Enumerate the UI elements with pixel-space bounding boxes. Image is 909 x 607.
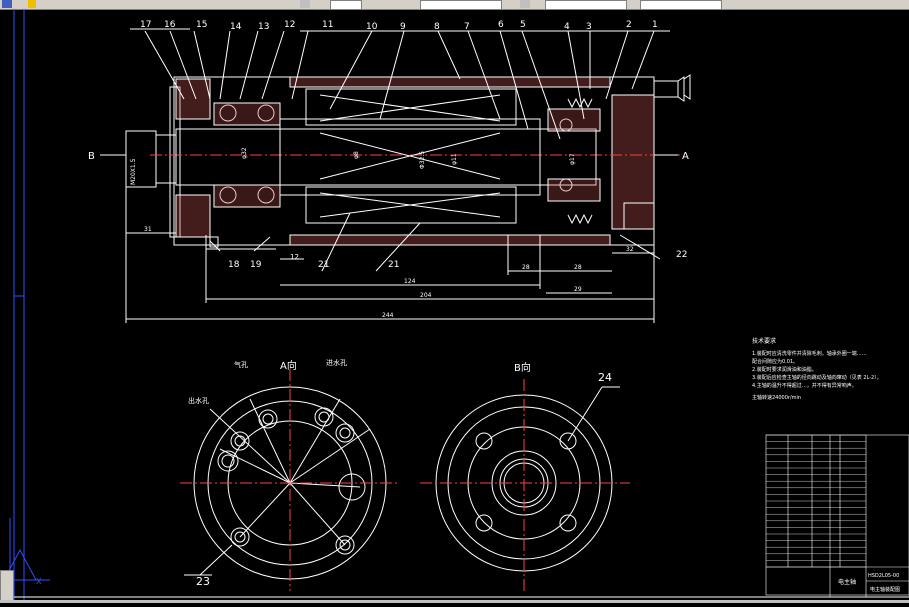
svg-text:HSD2L05-00: HSD2L05-00 [868,573,899,579]
svg-text:24: 24 [598,371,612,384]
svg-text:2: 2 [626,20,632,30]
svg-text:3: 3 [586,22,592,32]
svg-text:3.装配后应检查主轴的径向跳动及轴向窜动（见表 2L-2）。: 3.装配后应检查主轴的径向跳动及轴向窜动（见表 2L-2）。 [752,374,882,381]
svg-text:1.装配时应清洗零件并清除毛刺。轴承外圈一端……: 1.装配时应清洗零件并清除毛刺。轴承外圈一端…… [752,350,867,357]
model-tab-button[interactable] [0,570,14,603]
title-block [766,566,909,597]
svg-text:5: 5 [520,20,526,30]
leader-lines [130,28,670,272]
svg-text:204: 204 [420,292,432,299]
toolbar-label [46,0,96,8]
svg-text:14: 14 [230,22,242,32]
svg-text:15: 15 [196,20,207,30]
svg-text:电主轴: 电主轴 [838,578,856,586]
svg-text:φ17: φ17 [569,153,576,165]
view-b-texts: B向 24 [514,361,612,384]
svg-text:23: 23 [196,575,210,588]
svg-text:18: 18 [228,260,240,270]
svg-text:B: B [88,151,95,162]
svg-text:φ32: φ32 [241,147,248,159]
svg-text:4.主轴的温升不得超过…，并不得有异常响声。: 4.主轴的温升不得超过…，并不得有异常响声。 [752,382,857,389]
svg-text:1: 1 [652,20,658,30]
svg-text:17: 17 [140,20,151,30]
svg-text:配合间隙应为0.01。: 配合间隙应为0.01。 [752,358,798,365]
title-block-texts: 电主轴 HSD2L05-00 电主轴装配图 [838,573,900,593]
color-dropdown[interactable] [640,0,722,9]
svg-text:31: 31 [144,226,152,233]
svg-text:主轴转速24000r/min: 主轴转速24000r/min [752,394,801,401]
drawing-canvas[interactable]: 17 16 15 14 13 12 11 10 9 8 7 6 5 4 3 2 … [0,9,909,603]
view-a [180,369,400,591]
svg-text:19: 19 [250,260,262,270]
svg-text:12: 12 [290,253,299,261]
svg-text:16: 16 [164,20,176,30]
svg-text:φ8: φ8 [353,151,360,159]
svg-text:13: 13 [258,22,269,32]
properties-icon[interactable] [520,0,530,8]
svg-text:B向: B向 [514,361,531,374]
svg-text:6: 6 [498,20,504,30]
tech-notes: 技术要求 1.装配时应清洗零件并清除毛刺。轴承外圈一端…… 配合间隙应为0.01… [752,337,882,401]
svg-text:28: 28 [522,264,530,271]
layer-dropdown[interactable] [330,0,362,9]
svg-text:出水孔: 出水孔 [188,396,209,405]
svg-text:124: 124 [404,278,416,285]
svg-text:32: 32 [626,246,634,253]
app-icon[interactable] [2,0,12,8]
part-numbers: 17 16 15 14 13 12 11 10 9 8 7 6 5 4 3 2 … [88,20,689,270]
svg-text:X: X [36,577,42,586]
svg-text:进水孔: 进水孔 [326,358,347,367]
svg-text:10: 10 [366,22,378,32]
view-b [420,379,630,591]
view-a-texts: A向 气孔 进水孔 出水孔 23 [188,358,347,588]
svg-text:12: 12 [284,20,295,30]
svg-text:Φ32.5: Φ32.5 [419,151,426,169]
dimension-texts: 31 124 204 244 28 28 32 29 M20X1.5 φ32 φ… [130,147,634,319]
svg-text:21: 21 [318,260,329,270]
folder-icon[interactable] [28,0,36,8]
parts-list-rows [766,434,866,568]
cad-drawing: 17 16 15 14 13 12 11 10 9 8 7 6 5 4 3 2 … [13,9,909,603]
cad-toolbar [0,0,909,10]
svg-text:2.装配时要求润滑油和油脂。: 2.装配时要求润滑油和油脂。 [752,366,817,373]
svg-text:9: 9 [400,22,406,32]
svg-text:7: 7 [464,22,470,32]
lineweight-dropdown[interactable] [545,0,627,9]
svg-text:8: 8 [434,22,440,32]
linetype-dropdown[interactable] [420,0,502,9]
svg-text:M20X1.5: M20X1.5 [130,158,137,185]
section-view [125,74,691,248]
svg-text:4: 4 [564,22,570,32]
svg-text:气孔: 气孔 [234,360,248,369]
svg-text:A: A [682,151,689,162]
svg-text:电主轴装配图: 电主轴装配图 [870,586,900,593]
parts-list-table [765,434,909,596]
svg-text:22: 22 [676,250,687,260]
svg-text:28: 28 [574,264,582,271]
svg-text:11: 11 [322,20,333,30]
svg-text:A向: A向 [280,359,297,372]
svg-text:φ11: φ11 [451,153,458,165]
svg-text:21: 21 [388,260,399,270]
svg-text:244: 244 [382,312,394,319]
dimension-lines [100,154,678,323]
layer-icon[interactable] [300,0,310,8]
svg-text:技术要求: 技术要求 [752,337,776,345]
status-bar [0,600,909,603]
svg-text:29: 29 [574,286,582,293]
